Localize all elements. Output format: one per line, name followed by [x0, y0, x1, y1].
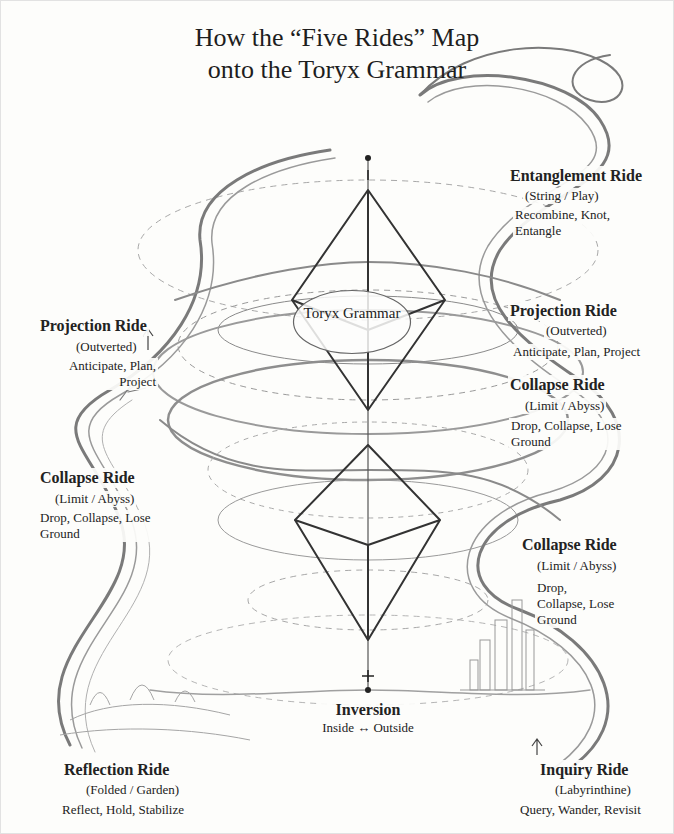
ride-actions: Drop, Collapse, Lose Ground	[509, 418, 624, 450]
ride-name: Projection Ride	[508, 301, 619, 321]
ride-actions: Reflect, Hold, Stabilize	[60, 802, 186, 818]
ride-name: Collapse Ride	[508, 375, 607, 395]
ride-name: Reflection Ride	[62, 760, 171, 780]
ride-subtitle: (Outverted)	[544, 323, 609, 339]
node-label: Toryx Grammar	[292, 304, 412, 322]
ride-subtitle: (Outverted)	[74, 339, 139, 355]
ride-actions: Anticipate, Plan, Project	[511, 344, 642, 360]
ride-name: Inversion	[318, 700, 418, 720]
ride-actions: Drop, Collapse, Lose Ground	[535, 580, 620, 628]
ride-name: Collapse Ride	[520, 535, 619, 555]
ride-name: Collapse Ride	[38, 468, 137, 488]
ride-actions: Query, Wander, Revisit	[518, 802, 643, 818]
ride-subtitle: (Labyrinthine)	[553, 782, 633, 798]
ride-subtitle: (Limit / Abyss)	[53, 491, 136, 507]
circle-outline	[292, 289, 412, 355]
ride-actions: Recombine, Knot, Entangle	[513, 207, 643, 239]
ride-actions: Drop, Collapse, Lose Ground	[38, 510, 153, 542]
ride-subtitle: (Folded / Garden)	[84, 782, 181, 798]
ride-subtitle: (Limit / Abyss)	[523, 398, 606, 414]
ride-actions: Anticipate, Plan, Project	[40, 358, 158, 390]
ride-subtitle: (String / Play)	[523, 188, 601, 204]
ride-subtitle: (Limit / Abyss)	[535, 558, 618, 574]
ride-name: Entanglement Ride	[508, 166, 644, 186]
diagram-title: How the “Five Rides” Map onto the Toryx …	[172, 22, 502, 85]
ride-name: Projection Ride	[38, 316, 149, 336]
ride-subtitle: Inside ↔ Outside	[298, 720, 438, 736]
ride-name: Inquiry Ride	[538, 760, 630, 780]
core-circle: Toryx Grammar	[292, 289, 412, 355]
